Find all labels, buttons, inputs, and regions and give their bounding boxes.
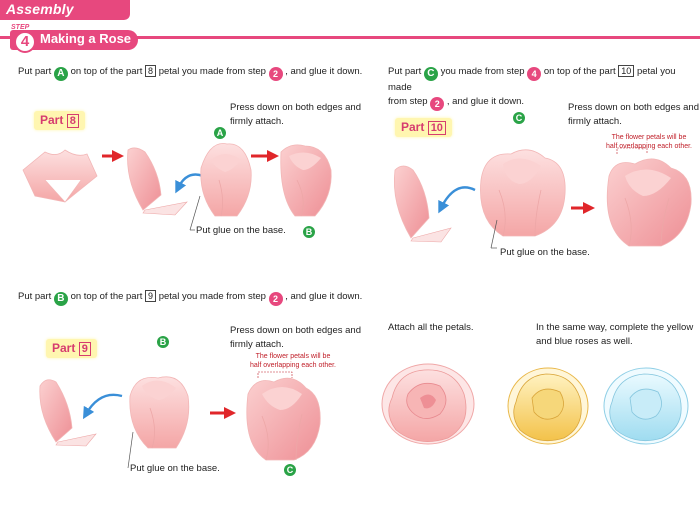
step-mini-label: STEP: [11, 24, 30, 31]
yellow-rose: [507, 367, 589, 445]
figure-b: [39, 371, 321, 468]
figure-a: [22, 143, 332, 231]
petal-part10-folded: [394, 165, 452, 243]
rose-c-overlapped: [606, 158, 692, 247]
attach-all-note: Attach all the petals.: [388, 322, 474, 333]
blue-rose: [603, 367, 689, 445]
pink-rose: [381, 363, 475, 445]
glue-note-b: Put glue on the base.: [130, 463, 220, 474]
petal-part8-flat: [22, 149, 98, 203]
overlap-note-b: The flower petals will be half overlappi…: [249, 353, 336, 369]
banner-title: Assembly procedure: [6, 1, 77, 33]
part-badge-a: A: [53, 67, 68, 81]
section-a-instruction: Put part A on top of the part 8 petal yo…: [18, 65, 363, 81]
press-note-b: Press down on both edges and firmly atta…: [230, 325, 361, 350]
same-way-note: In the same way, complete the yellow and…: [536, 322, 694, 347]
step-ref-2: 2: [268, 67, 283, 81]
step-ref-2-b: 2: [268, 292, 283, 306]
step-ref-4: 4: [527, 67, 542, 81]
glue-note-c: Put glue on the base.: [500, 247, 590, 258]
rose-bud-a: [200, 143, 252, 217]
glue-note-a: Put glue on the base.: [196, 225, 286, 236]
circle-label-c-bottom: C: [284, 464, 296, 476]
step-number: 4: [20, 33, 30, 50]
figure-c: [394, 147, 692, 249]
part-label-10: Part 10: [395, 118, 452, 137]
part-badge-c: C: [423, 67, 438, 81]
step-bar: [0, 36, 700, 39]
step-number-circle: 4: [14, 31, 36, 53]
section-b-instruction: Put part B on top of the part 9 petal yo…: [18, 290, 363, 306]
rose-bud-overlapped-b: [246, 377, 321, 461]
assembly-procedure-banner: Assembly procedure: [0, 0, 130, 33]
finished-roses: [381, 363, 689, 445]
rose-bud-with-petal-b: [129, 376, 190, 449]
rose-bud-b: [280, 144, 332, 217]
part-box-9: 9: [145, 290, 157, 302]
press-note-a: Press down on both edges and firmly atta…: [230, 102, 361, 127]
circle-label-b-mid: B: [157, 336, 169, 348]
overlap-note-c: The flower petals will be half overlappi…: [605, 134, 692, 150]
circle-label-b-top: B: [303, 226, 315, 238]
part-box-10: 10: [618, 65, 635, 77]
circle-label-c-top: C: [513, 112, 525, 124]
part-label-9: Part 9: [46, 339, 97, 358]
section-c-instruction: Put part C you made from step 4 on top o…: [388, 65, 676, 111]
part-label-8: Part 8: [34, 111, 85, 130]
petal-part9-folded: [39, 379, 97, 447]
step-title: Making a Rose: [40, 31, 132, 46]
rose-c: [480, 149, 566, 237]
part-badge-b: B: [53, 292, 68, 306]
press-note-c: Press down on both edges and firmly atta…: [568, 102, 699, 127]
part-box-8: 8: [145, 65, 157, 77]
petal-part8-folded: [127, 147, 188, 216]
circle-label-a: A: [214, 127, 226, 139]
step-ref-2-c: 2: [430, 97, 445, 111]
step-tab: [10, 30, 138, 50]
